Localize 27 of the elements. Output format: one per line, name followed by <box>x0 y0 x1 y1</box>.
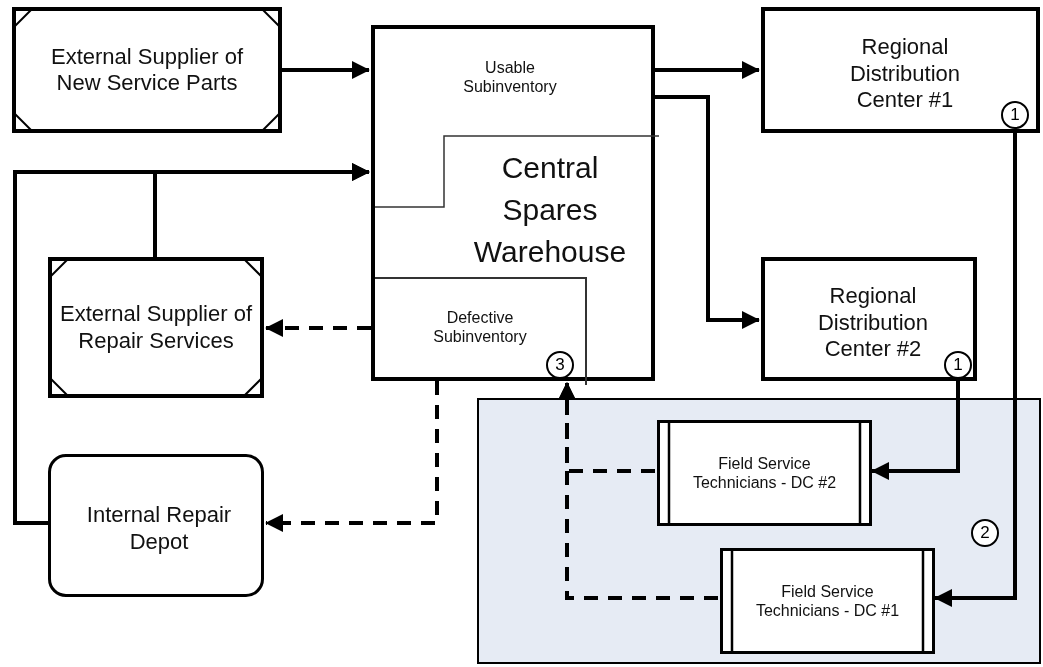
technician-box <box>657 420 872 526</box>
node-label: Field Service Technicians - DC #1 <box>755 581 900 621</box>
arrow <box>934 133 1017 607</box>
node-label: Regional Distribution Center #1 <box>848 33 961 115</box>
dashed-arrow <box>265 381 439 532</box>
node-label: External Supplier of New Service Parts <box>50 42 244 97</box>
arrow <box>871 381 960 480</box>
arrow <box>655 95 760 329</box>
node-label: Usable Subinventory <box>462 57 558 97</box>
technician-box <box>720 548 935 654</box>
arrow <box>282 61 370 79</box>
node-label: Central Spares Warehouse <box>472 149 628 270</box>
distribution-center-box <box>761 7 1040 133</box>
repair-depot-box <box>48 454 264 597</box>
distribution-center-box <box>761 257 977 381</box>
dashed-arrow <box>558 382 718 600</box>
node-label: Regional Distribution Center #2 <box>816 282 929 364</box>
supplier-box <box>48 257 264 398</box>
arrow <box>13 163 370 525</box>
node-label: Defective Subinventory <box>432 307 528 347</box>
node-label: External Supplier of Repair Services <box>59 300 253 355</box>
supplier-box <box>12 7 282 133</box>
field-area-panel <box>477 398 1041 664</box>
node-label: Internal Repair Depot <box>85 501 233 556</box>
node-label: Field Service Technicians - DC #2 <box>692 453 837 493</box>
dashed-arrow <box>265 319 371 337</box>
arrow <box>655 61 760 79</box>
